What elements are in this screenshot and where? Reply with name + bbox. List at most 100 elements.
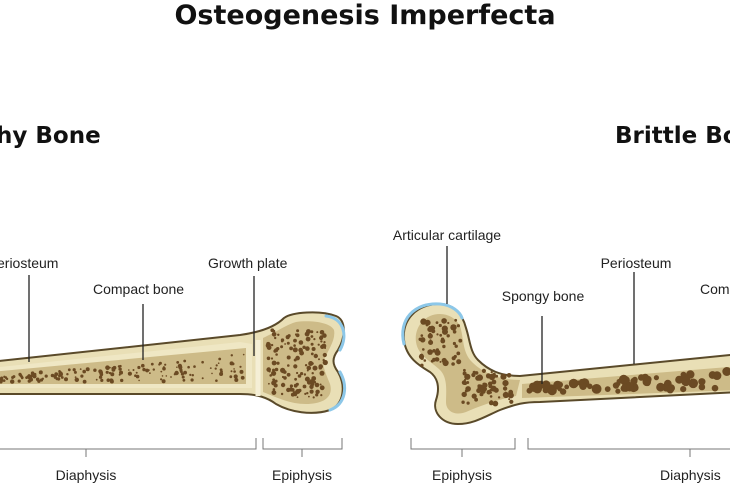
bone-pore bbox=[428, 340, 434, 345]
bone-pore bbox=[633, 383, 638, 389]
bone-pore bbox=[296, 396, 299, 399]
bone-pore bbox=[111, 378, 114, 381]
bone-pore bbox=[296, 329, 300, 333]
bone-pore bbox=[240, 371, 243, 374]
bone-pore bbox=[447, 321, 450, 325]
bone-pore bbox=[509, 399, 514, 404]
bone-pore bbox=[480, 388, 486, 394]
bone-pore bbox=[268, 382, 270, 385]
bone-pore bbox=[420, 363, 424, 367]
bone-pore bbox=[274, 348, 279, 353]
bone-pore bbox=[615, 388, 621, 394]
bone-pore bbox=[564, 384, 570, 390]
bone-pore bbox=[274, 379, 278, 383]
bone-pore bbox=[472, 394, 476, 398]
bone-pore bbox=[268, 343, 271, 346]
bone-pore bbox=[604, 386, 611, 392]
bone-pore bbox=[432, 357, 437, 362]
bone-pore bbox=[292, 347, 298, 353]
bone-pore bbox=[491, 379, 497, 385]
bone-pore bbox=[270, 343, 274, 347]
bone-pore bbox=[319, 385, 325, 391]
bone-pore bbox=[137, 365, 141, 370]
bone-pore bbox=[502, 375, 506, 379]
bone-pore bbox=[180, 372, 184, 376]
bone-pore bbox=[287, 334, 291, 338]
label-periosteum-right: Periosteum bbox=[601, 255, 672, 271]
articular-cartilage-layer bbox=[401, 302, 464, 346]
bone-pore bbox=[320, 394, 323, 397]
bone-pore bbox=[293, 344, 296, 347]
bone-pore bbox=[64, 377, 68, 382]
bone-pore bbox=[170, 376, 172, 378]
bone-pore bbox=[458, 338, 463, 343]
bone-pore bbox=[274, 336, 277, 340]
bone-pore bbox=[0, 380, 3, 384]
bone-pore bbox=[149, 372, 151, 374]
bone-pore bbox=[283, 376, 287, 380]
label-compact-bone: Compact bone bbox=[93, 281, 184, 297]
bone-pore bbox=[161, 379, 166, 384]
bone-pore bbox=[145, 368, 150, 373]
bone-pore bbox=[21, 377, 24, 379]
bone-pore bbox=[100, 378, 104, 382]
bone-pore bbox=[314, 382, 320, 388]
bone-pore bbox=[422, 348, 425, 351]
bone-pore bbox=[152, 368, 155, 371]
bone-pore bbox=[302, 345, 306, 349]
bone-pore bbox=[442, 328, 448, 335]
bone-pore bbox=[481, 368, 486, 373]
bone-pore bbox=[462, 371, 467, 376]
bone-pore bbox=[309, 379, 313, 382]
bone-pore bbox=[110, 372, 115, 377]
bone-pore bbox=[229, 375, 233, 379]
bone-pore bbox=[293, 383, 298, 388]
bone-pore bbox=[622, 383, 628, 389]
bone-pore bbox=[37, 379, 41, 383]
bone-pore bbox=[296, 371, 299, 375]
diaphysis-bracket-right bbox=[527, 438, 730, 450]
bone-pore bbox=[464, 373, 471, 380]
bone-pore bbox=[698, 378, 706, 386]
bone-pore bbox=[181, 375, 185, 379]
bone-pore bbox=[474, 371, 479, 375]
bone-pore bbox=[477, 384, 482, 388]
bone-pore bbox=[178, 365, 183, 370]
bone-pore bbox=[209, 367, 212, 369]
bone-pore bbox=[217, 362, 220, 365]
bone-pore bbox=[233, 370, 236, 373]
bone-pore bbox=[304, 392, 307, 395]
bone-pore bbox=[142, 367, 146, 372]
bone-pore bbox=[712, 371, 722, 380]
bone-pore bbox=[270, 357, 274, 360]
bone-pore bbox=[239, 365, 242, 368]
bone-pore bbox=[587, 383, 593, 390]
healthy-cartilage bbox=[324, 314, 347, 412]
bone-pore bbox=[79, 368, 82, 370]
bone-pore bbox=[323, 341, 326, 344]
bone-pore bbox=[452, 330, 457, 334]
bone-pore bbox=[579, 378, 585, 385]
bone-pore bbox=[418, 337, 422, 341]
bone-pore bbox=[5, 377, 9, 381]
bone-pore bbox=[33, 372, 37, 376]
bone-pore bbox=[488, 373, 496, 381]
label-periosteum: eriosteum bbox=[0, 255, 58, 271]
bone-pore bbox=[490, 385, 497, 392]
bone-pore bbox=[274, 367, 279, 372]
diaphysis-bracket bbox=[0, 438, 257, 450]
bone-pore bbox=[653, 375, 660, 381]
bone-pore bbox=[315, 393, 319, 397]
bone-pore bbox=[436, 333, 439, 336]
bone-pore bbox=[60, 376, 64, 379]
bone-pore bbox=[93, 368, 97, 372]
bone-pore bbox=[118, 367, 122, 371]
bone-pore bbox=[289, 384, 293, 388]
bone-pore bbox=[420, 356, 424, 360]
bone-pore bbox=[476, 374, 483, 381]
bone-pore bbox=[272, 329, 276, 333]
bone-pore bbox=[506, 373, 512, 378]
bone-pore bbox=[304, 364, 308, 367]
bone-pore bbox=[189, 373, 192, 376]
